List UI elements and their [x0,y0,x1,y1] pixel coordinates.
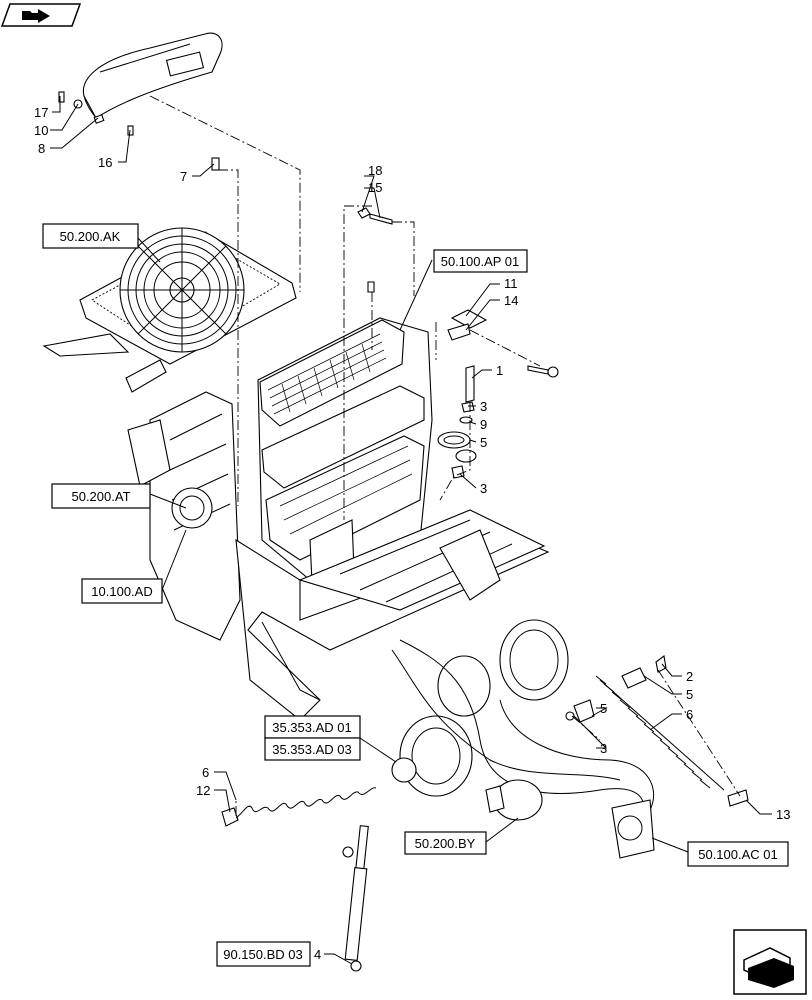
callout-5-b: 5 [686,687,693,702]
ref-90-150-bd-03[interactable]: 90.150.BD 03 [223,947,303,962]
callout-5-c: 5 [600,701,607,716]
callout-5-a: 5 [480,435,487,450]
callout-14: 14 [504,293,518,308]
callout-12: 12 [196,783,210,798]
ref-box-50-100-ap-01[interactable] [433,249,528,273]
ref-box-90-150-bd-03[interactable] [216,941,311,967]
callout-18: 18 [368,163,382,178]
ref-50-200-by[interactable]: 50.200.BY [415,836,476,851]
ref-50-100-ac-01[interactable]: 50.100.AC 01 [698,847,778,862]
callout-15: 15 [368,180,382,195]
ref-box-50-200-by[interactable] [404,831,487,855]
ref-50-200-at[interactable]: 50.200.AT [71,489,130,504]
callout-16: 16 [98,155,112,170]
air-duct [82,32,223,119]
coil-hose-left [235,787,377,819]
engine-frame [127,391,550,721]
ref-10-100-ad[interactable]: 10.100.AD [91,584,152,599]
folder-arrow-icon[interactable] [0,3,82,27]
callout-1: 1 [496,363,503,378]
hvac-unit [257,317,433,583]
ref-50-100-ap-01[interactable]: 50.100.AP 01 [441,254,520,269]
callout-3-a: 3 [480,399,487,414]
ref-box-50-200-ak[interactable] [42,223,139,249]
ref-35-353-ad-01[interactable]: 35.353.AD 01 [272,720,352,735]
callout-17: 17 [34,105,48,120]
callout-6-b: 6 [202,765,209,780]
callout-3-c: 3 [600,741,607,756]
ref-box-35-353-ad-03[interactable] [264,737,361,761]
condenser-fan-assembly [42,227,297,393]
next-page-arrow-icon[interactable] [733,929,807,995]
assembly-lines [149,95,741,816]
callout-7: 7 [180,169,187,184]
callout-13: 13 [776,807,790,822]
loose-parts [58,91,749,827]
gas-spring [342,825,369,972]
callout-3-b: 3 [480,481,487,496]
callout-6-a: 6 [686,707,693,722]
ref-box-10-100-ad[interactable] [81,578,163,604]
leader-lines [50,96,772,965]
callout-10: 10 [34,123,48,138]
pump-cluster [391,619,655,859]
callout-4: 4 [314,947,321,962]
callout-8: 8 [38,141,45,156]
ref-35-353-ad-03[interactable]: 35.353.AD 03 [272,742,352,757]
ref-box-50-100-ac-01[interactable] [687,841,789,867]
ref-box-50-200-at[interactable] [51,483,151,509]
coil-hose-right [595,675,725,791]
callout-11: 11 [504,276,518,291]
callout-9: 9 [480,417,487,432]
ref-50-200-ak[interactable]: 50.200.AK [60,229,121,244]
callout-2: 2 [686,669,693,684]
